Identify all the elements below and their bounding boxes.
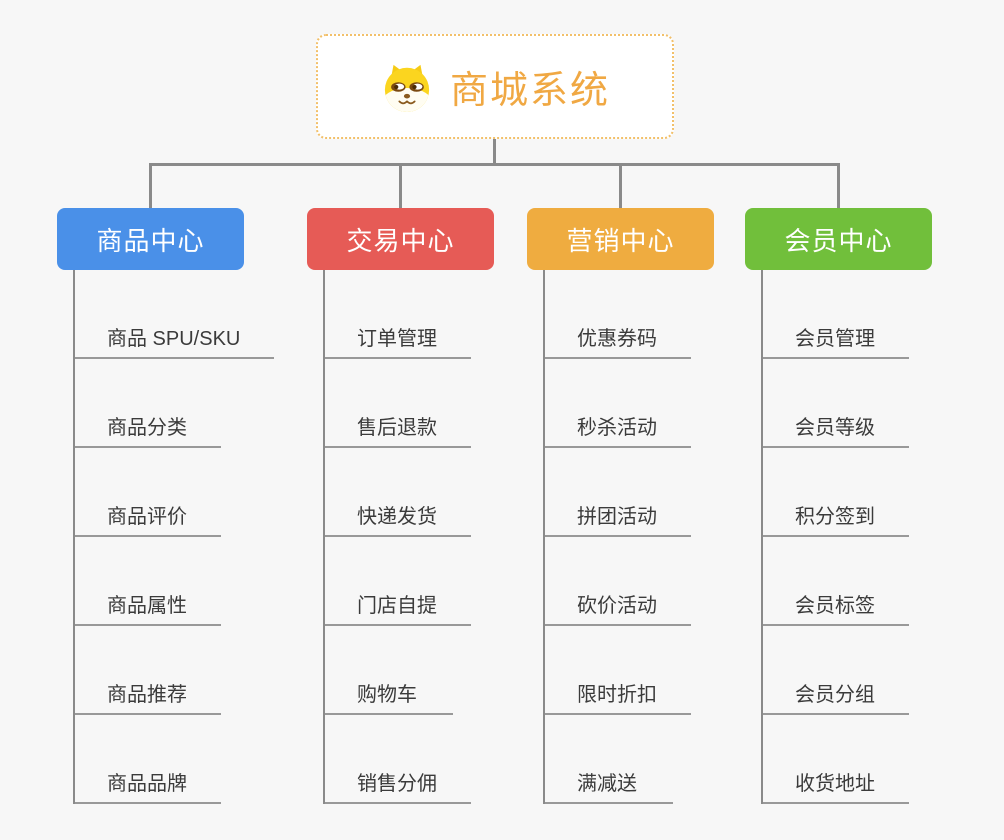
child-node-label: 商品评价 <box>107 506 187 528</box>
child-node[interactable]: 门店自提 <box>323 537 471 626</box>
child-node[interactable]: 订单管理 <box>323 270 471 359</box>
branch-node-label: 商品中心 <box>96 225 205 256</box>
branch-node-marketing-center[interactable]: 营销中心 <box>527 208 714 270</box>
child-node[interactable]: 砍价活动 <box>543 537 691 626</box>
child-node-label: 销售分佣 <box>357 773 437 795</box>
child-node-label: 会员等级 <box>795 417 875 439</box>
branch-member-center: 会员中心 会员管理 会员等级 积分签到 会员标签 会员分组 收货地址 <box>745 208 932 804</box>
child-node-label: 满减送 <box>577 773 637 795</box>
child-node-label: 积分签到 <box>795 506 875 528</box>
child-node-label: 快递发货 <box>357 506 437 528</box>
child-node[interactable]: 商品品牌 <box>73 715 221 804</box>
child-node[interactable]: 优惠券码 <box>543 270 691 359</box>
branch-children: 优惠券码 秒杀活动 拼团活动 砍价活动 限时折扣 满减送 <box>527 270 847 804</box>
child-node[interactable]: 商品属性 <box>73 537 221 626</box>
child-node-label: 会员标签 <box>795 595 875 617</box>
child-node[interactable]: 商品 SPU/SKU <box>73 270 275 359</box>
child-node[interactable]: 商品评价 <box>73 448 221 537</box>
child-node[interactable]: 快递发货 <box>323 448 471 537</box>
branch-node-member-center[interactable]: 会员中心 <box>745 208 932 270</box>
branch-node-trade-center[interactable]: 交易中心 <box>307 208 494 270</box>
child-node-label: 秒杀活动 <box>577 417 657 439</box>
child-node[interactable]: 积分签到 <box>761 448 909 537</box>
connector-children-stem <box>323 270 325 804</box>
child-node-label: 砍价活动 <box>577 595 657 617</box>
child-node[interactable]: 销售分佣 <box>323 715 471 804</box>
child-node-label: 限时折扣 <box>577 684 657 706</box>
child-node[interactable]: 限时折扣 <box>543 626 691 715</box>
child-node[interactable]: 会员分组 <box>761 626 909 715</box>
child-node[interactable]: 满减送 <box>543 715 673 804</box>
connector-drop-marketing <box>619 163 622 209</box>
child-node[interactable]: 商品分类 <box>73 359 221 448</box>
branch-product-center: 商品中心 商品 SPU/SKU 商品分类 商品评价 商品属性 商品推荐 商品品牌 <box>57 208 275 804</box>
branch-node-product-center[interactable]: 商品中心 <box>57 208 244 270</box>
branch-node-label: 交易中心 <box>346 225 455 256</box>
branch-marketing-center: 营销中心 优惠券码 秒杀活动 拼团活动 砍价活动 限时折扣 满减送 <box>527 208 714 804</box>
connector-drop-product <box>149 163 152 209</box>
child-node[interactable]: 会员等级 <box>761 359 909 448</box>
connector-root-stem <box>493 139 496 165</box>
child-node-label: 商品 SPU/SKU <box>107 328 241 350</box>
child-node-label: 门店自提 <box>357 595 437 617</box>
branch-node-label: 营销中心 <box>566 225 675 256</box>
child-node-label: 商品属性 <box>107 595 187 617</box>
connector-children-stem <box>543 270 545 804</box>
branch-trade-center: 交易中心 订单管理 售后退款 快递发货 门店自提 购物车 销售分佣 <box>307 208 494 804</box>
connector-children-stem <box>761 270 763 804</box>
child-node-label: 购物车 <box>357 684 417 706</box>
child-node-label: 收货地址 <box>795 773 875 795</box>
child-node-label: 商品分类 <box>107 417 187 439</box>
root-node[interactable]: 商城系统 <box>316 34 674 139</box>
connector-drop-member <box>837 163 840 209</box>
branch-children: 订单管理 售后退款 快递发货 门店自提 购物车 销售分佣 <box>307 270 627 804</box>
branch-children: 商品 SPU/SKU 商品分类 商品评价 商品属性 商品推荐 商品品牌 <box>57 270 377 804</box>
child-node-label: 商品推荐 <box>107 684 187 706</box>
child-node[interactable]: 会员标签 <box>761 537 909 626</box>
child-node-label: 商品品牌 <box>107 773 187 795</box>
child-node[interactable]: 购物车 <box>323 626 453 715</box>
connector-drop-trade <box>399 163 402 209</box>
child-node-label: 售后退款 <box>357 417 437 439</box>
child-node-label: 拼团活动 <box>577 506 657 528</box>
child-node[interactable]: 拼团活动 <box>543 448 691 537</box>
child-node-label: 会员分组 <box>795 684 875 706</box>
child-node[interactable]: 秒杀活动 <box>543 359 691 448</box>
dog-face-icon <box>384 64 430 112</box>
root-node-label: 商城系统 <box>449 70 610 112</box>
child-node[interactable]: 收货地址 <box>761 715 909 804</box>
child-node[interactable]: 会员管理 <box>761 270 909 359</box>
child-node[interactable]: 售后退款 <box>323 359 471 448</box>
child-node-label: 会员管理 <box>795 328 875 350</box>
connector-children-stem <box>73 270 75 804</box>
child-node-label: 订单管理 <box>357 328 437 350</box>
branch-node-label: 会员中心 <box>784 225 893 256</box>
child-node-label: 优惠券码 <box>577 328 657 350</box>
child-node[interactable]: 商品推荐 <box>73 626 221 715</box>
connector-bus <box>149 163 839 166</box>
branch-children: 会员管理 会员等级 积分签到 会员标签 会员分组 收货地址 <box>745 270 1004 804</box>
